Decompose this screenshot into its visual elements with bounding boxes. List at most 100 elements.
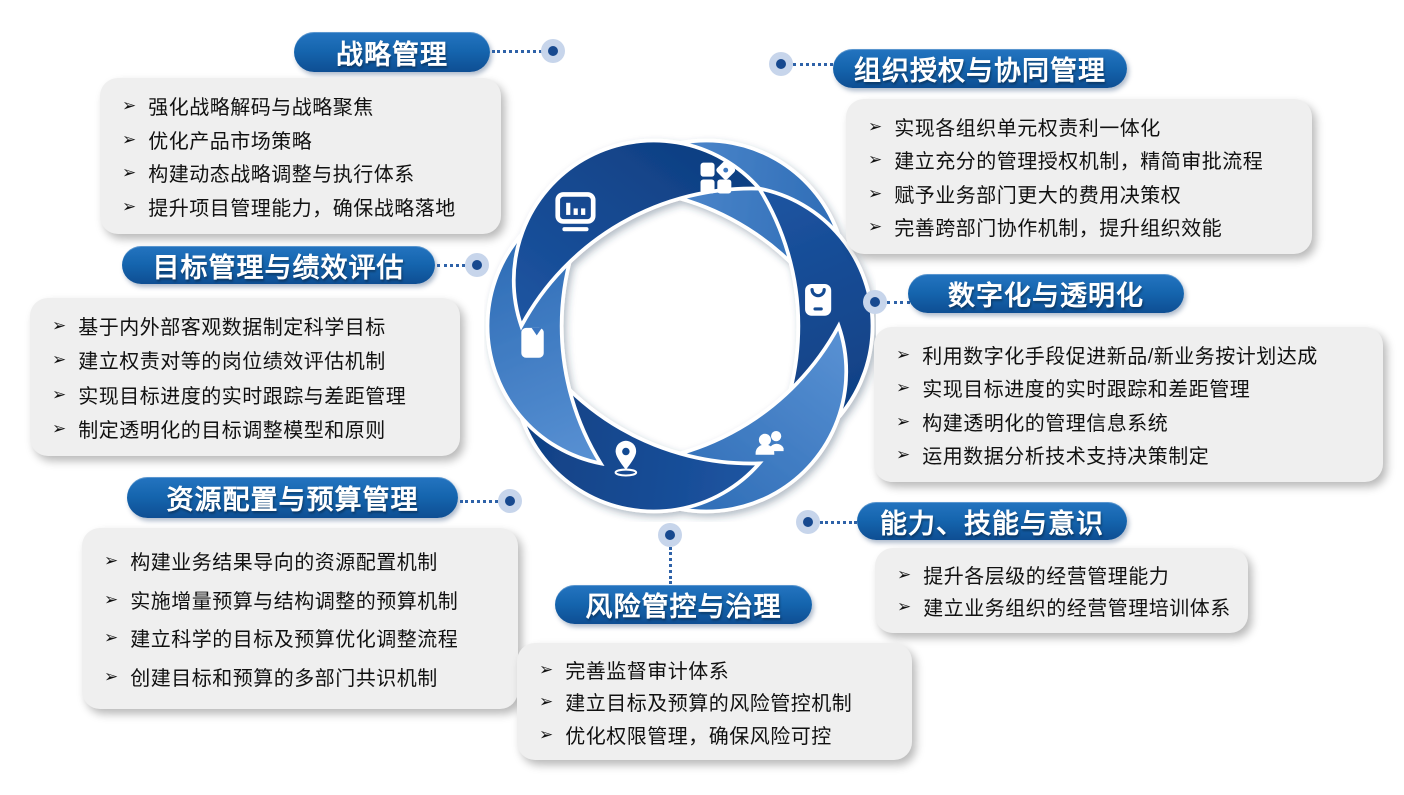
list-item-text: 利用数字化手段促进新品/新业务按计划达成: [922, 345, 1318, 368]
connector-line-ability: [820, 521, 857, 524]
arrow-bullet-icon: ➢: [52, 384, 67, 404]
panel-target: ➢ 基于内外部客观数据制定科学目标 ➢ 建立权责对等的岗位绩效评估机制 ➢实现目标进…: [30, 298, 460, 456]
list-item-text: 运用数据分析技术支持决策制定: [922, 446, 1210, 469]
connector-line-risk: [669, 547, 672, 584]
list-item: ➢ 实现目标进度的实时跟踪和差距管理: [880, 373, 1377, 402]
arrow-bullet-icon: ➢: [122, 95, 137, 115]
arrow-bullet-icon: ➢: [52, 316, 67, 336]
arrow-bullet-icon: ➢: [896, 378, 911, 398]
connector-dot-org: [769, 52, 793, 76]
panel-risk: ➢ 完善监督审计体系 ➢ 建立目标及预算的风险管控机制 ➢ 优化权限管理，确保风险可控: [517, 643, 912, 760]
panel-strategy: ➢ 强化战略解码与战略聚焦 ➢ 优化产品市场策略 ➢ 构建动态战略调整与执行体系 ➢ 提…: [100, 78, 501, 234]
arrow-bullet-icon: ➢: [868, 217, 883, 237]
list-item-text: 建立业务组织的经营管理培训体系: [923, 598, 1231, 621]
list-item-text: 提升各层级的经营管理能力: [923, 565, 1170, 588]
pinwheel-graphic: [485, 138, 875, 514]
list-item-text: 优化权限管理，确保风险可控: [565, 725, 832, 748]
panel-org: ➢ 实现各组织单元权责利一体化 ➢ 建立充分的管理授权机制，精简审批流程 ➢ 赋予业务…: [846, 99, 1312, 254]
section-title-text: 数字化与透明化: [948, 281, 1144, 311]
section-title-strategy: 战略管理: [294, 32, 490, 72]
pinwheel-petals: [485, 138, 875, 514]
list-item-text: 赋予业务部门更大的费用决策权: [894, 184, 1182, 207]
panel-resource: ➢构建业务结果导向的资源配置机制 ➢实施增量预算与结构调整的预算机制 ➢建立科学…: [82, 528, 518, 709]
section-title-digital: 数字化与透明化: [908, 274, 1184, 313]
arrow-bullet-icon: ➢: [896, 445, 911, 465]
list-item: ➢ 实施增量预算与结构调整的预算机制: [88, 585, 512, 614]
list-item-text: 构建动态战略调整与执行体系: [148, 164, 415, 187]
list-item-text: 实施增量预算与结构调整的预算机制: [130, 590, 459, 613]
list-item-text: 提升项目管理能力，确保战略落地: [148, 198, 456, 221]
connector-line-resource: [460, 500, 498, 503]
users-icon: [755, 431, 784, 455]
panel-ability: ➢ 提升各层级的经营管理能力 ➢ 建立业务组织的经营管理培训体系: [875, 548, 1248, 633]
arrow-bullet-icon: ➢: [52, 418, 67, 438]
list-item-text: 创建目标和预算的多部门共识机制: [130, 668, 438, 691]
list-item-text: 构建业务结果导向的资源配置机制: [130, 551, 438, 574]
list-item: ➢ 赋予业务部门更大的费用决策权: [852, 179, 1306, 208]
list-item-text: 完善监督审计体系: [565, 660, 730, 683]
arrow-bullet-icon: ➢: [868, 183, 883, 203]
arrow-bullet-icon: ➢: [539, 692, 554, 711]
list-item-text: 完善跨部门协作机制，提升组织效能: [894, 218, 1223, 241]
connector-line-strategy: [492, 50, 542, 53]
list-item: ➢ 建立目标及预算的风险管控机制: [523, 687, 906, 716]
location-pin-icon: [614, 440, 638, 477]
bookmark-icon: [521, 327, 544, 358]
list-item-text: 建立权责对等的岗位绩效评估机制: [78, 351, 386, 374]
bar-chart-icon: [555, 192, 596, 232]
arrow-bullet-icon: ➢: [868, 116, 883, 136]
arrow-bullet-icon: ➢: [897, 564, 912, 584]
connector-dot-resource: [498, 489, 522, 513]
list-item: ➢ 建立业务组织的经营管理培训体系: [881, 592, 1242, 621]
section-title-ability: 能力、技能与意识: [857, 502, 1127, 540]
list-item-text: 实现各组织单元权责利一体化: [894, 117, 1161, 140]
connector-line-target: [437, 264, 465, 267]
list-item: ➢ 提升项目管理能力，确保战略落地: [106, 192, 495, 221]
list-item: ➢ 优化权限管理，确保风险可控: [523, 720, 906, 749]
list-item-text: 优化产品市场策略: [148, 130, 313, 153]
connector-dot-strategy: [541, 39, 565, 63]
shopping-bag-icon: [805, 284, 832, 316]
list-item: ➢ 运用数据分析技术支持决策制定: [880, 440, 1377, 469]
list-item: ➢实现目标进度的实时跟踪与差距管理: [36, 380, 454, 409]
list-item-text: 基于内外部客观数据制定科学目标: [78, 317, 386, 340]
section-title-risk: 风险管控与治理: [555, 585, 812, 624]
arrow-bullet-icon: ➢: [897, 597, 912, 617]
arrow-bullet-icon: ➢: [896, 344, 911, 364]
connector-dot-target: [465, 253, 489, 277]
section-title-org: 组织授权与协同管理: [833, 49, 1127, 88]
list-item: ➢ 建立权责对等的岗位绩效评估机制: [36, 345, 454, 374]
arrow-bullet-icon: ➢: [122, 129, 137, 149]
list-item: ➢ 构建业务结果导向的资源配置机制: [88, 546, 512, 575]
arrow-bullet-icon: ➢: [104, 589, 119, 609]
connector-line-org: [793, 63, 833, 66]
list-item: ➢ 优化产品市场策略: [106, 125, 495, 154]
list-item: ➢ 制定透明化的目标调整模型和原则: [36, 414, 454, 443]
arrow-bullet-icon: ➢: [896, 411, 911, 431]
arrow-bullet-icon: ➢: [539, 724, 554, 744]
connector-dot-digital: [863, 290, 887, 314]
list-item-text: 实现目标进度的实时跟踪和差距管理: [922, 379, 1251, 402]
section-title-text: 战略管理: [336, 39, 448, 70]
list-item-text: 建立充分的管理授权机制，精简审批流程: [894, 151, 1264, 174]
arrow-bullet-icon: ➢: [122, 163, 137, 183]
grid-icon: [700, 160, 736, 194]
connector-dot-ability: [796, 510, 820, 534]
arrow-bullet-icon: ➢: [122, 197, 137, 217]
list-item: ➢ 构建动态战略调整与执行体系: [106, 158, 495, 187]
arrow-bullet-icon: ➢: [52, 350, 67, 370]
section-title-target: 目标管理与绩效评估: [122, 246, 435, 284]
section-title-text: 能力、技能与意识: [880, 508, 1104, 539]
section-title-text: 目标管理与绩效评估: [152, 252, 405, 283]
arrow-bullet-icon: ➢: [539, 659, 554, 679]
list-item: ➢ 完善监督审计体系: [523, 655, 906, 684]
list-item: ➢ 完善跨部门协作机制，提升组织效能: [852, 212, 1306, 241]
list-item: ➢ 利用数字化手段促进新品/新业务按计划达成: [880, 340, 1377, 369]
list-item-text: 制定透明化的目标调整模型和原则: [78, 419, 386, 442]
list-item: ➢构建透明化的管理信息系统: [880, 407, 1377, 436]
list-item: ➢ 强化战略解码与战略聚焦: [106, 91, 495, 120]
arrow-bullet-icon: ➢: [104, 550, 119, 570]
list-item-text: 强化战略解码与战略聚焦: [148, 96, 374, 119]
list-item-text: 建立目标及预算的风险管控机制: [565, 693, 853, 715]
